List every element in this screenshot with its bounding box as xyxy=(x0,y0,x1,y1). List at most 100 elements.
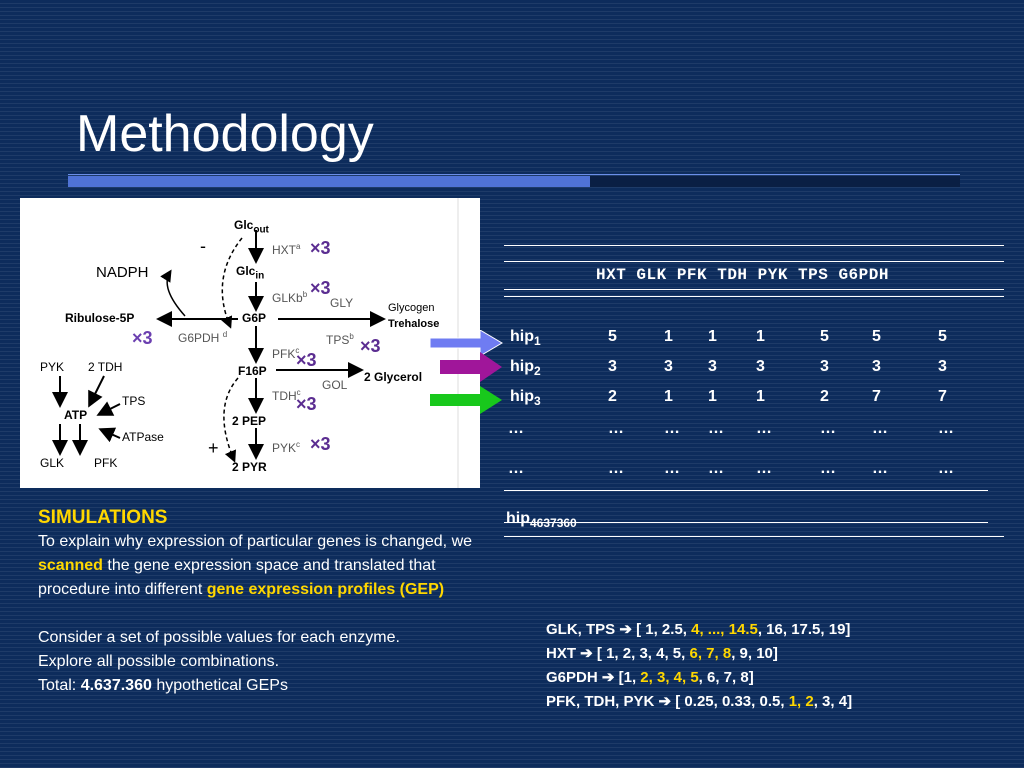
table-ellipsis: … xyxy=(664,460,680,477)
table-ellipsis: … xyxy=(708,420,724,437)
legend-atp: ATP xyxy=(64,408,88,422)
glycerol-label: 2 Glycerol xyxy=(364,370,423,384)
arrow-hip3 xyxy=(430,386,502,414)
plus-sign: + xyxy=(208,438,219,458)
pathway-arrows xyxy=(52,198,459,488)
range-line: HXT ➔ [ 1, 2, 3, 4, 5, 6, 7, 8, 9, 10] xyxy=(546,645,778,662)
glc-in-label: Glcin xyxy=(236,264,265,282)
table-cell: 3 xyxy=(664,358,673,375)
legend-pyk: PYK xyxy=(40,360,65,374)
simulations-paragraph-3: Explore all possible combinations. xyxy=(38,653,280,670)
table-rule-bottom xyxy=(504,490,988,491)
table-row-label: hip2 xyxy=(510,358,541,379)
title-rule-thin xyxy=(68,174,960,175)
arrow-right-icon: ➔ xyxy=(580,645,597,662)
table-ellipsis: … xyxy=(664,420,680,437)
table-row-label: hip3 xyxy=(510,388,541,409)
table-rule-top-2 xyxy=(504,261,1004,262)
x3-hxt: ×3 xyxy=(310,238,331,258)
table-cell: 7 xyxy=(938,388,947,405)
table-ellipsis: … xyxy=(820,460,836,477)
pep-label: 2 PEP xyxy=(232,414,267,428)
pfk-label: PFKc xyxy=(272,346,300,361)
simulations-total: Total: 4.637.360 hypothetical GEPs xyxy=(38,677,288,694)
legend-pfk: PFK xyxy=(94,456,118,470)
table-cell: 1 xyxy=(664,328,673,345)
gly-label: GLY xyxy=(330,296,354,310)
simulations-text: SIMULATIONS To explain why expression of… xyxy=(38,506,508,698)
slide-title: Methodology xyxy=(76,105,374,163)
range-line: G6PDH ➔ [1, 2, 3, 4, 5, 6, 7, 8] xyxy=(546,669,754,686)
table-cell: 1 xyxy=(756,388,765,405)
glk-label: GLKbb xyxy=(272,290,308,305)
table-cell: 2 xyxy=(608,388,617,405)
trehalose-label: Trehalose xyxy=(388,318,440,330)
tdh-label: TDHc xyxy=(272,388,301,403)
pyr-label: 2 PYR xyxy=(232,460,267,474)
arrow-right-icon: ➔ xyxy=(658,693,676,710)
table-cell: 3 xyxy=(708,358,717,375)
g6p-label: G6P xyxy=(242,311,267,325)
table-cell: 3 xyxy=(608,358,617,375)
table-cell: 1 xyxy=(756,328,765,345)
arrow-right-icon: ➔ xyxy=(619,621,637,638)
table-rule-header-2 xyxy=(504,296,1004,297)
table-cell: 3 xyxy=(872,358,881,375)
table-ellipsis: … xyxy=(820,420,836,437)
arrow-hip2 xyxy=(440,352,502,382)
table-cell: 3 xyxy=(820,358,829,375)
arrow-right-icon: ➔ xyxy=(601,669,619,686)
table-cell: 3 xyxy=(938,358,947,375)
table-cell: 1 xyxy=(708,388,717,405)
table-ellipsis: … xyxy=(608,420,624,437)
table-cell: 2 xyxy=(820,388,829,405)
table-ellipsis: … xyxy=(608,460,624,477)
x3-glk: ×3 xyxy=(310,278,331,298)
table-cell: 5 xyxy=(872,328,881,345)
range-line: GLK, TPS ➔ [ 1, 2.5, 4, ..., 14.5, 16, 1… xyxy=(546,621,851,638)
table-cell: 5 xyxy=(608,328,617,345)
simulations-heading: SIMULATIONS xyxy=(38,507,168,528)
arrow-hip1 xyxy=(430,330,503,357)
pyk-label: PYKc xyxy=(272,440,301,455)
g6pdh-label: G6PDH d xyxy=(178,330,228,345)
table-ellipsis: … xyxy=(756,420,772,437)
table-header: HXT GLK PFK TDH PYK TPS G6PDH xyxy=(596,266,889,284)
x3-tdh: ×3 xyxy=(296,394,317,414)
gol-label: GOL xyxy=(322,378,348,392)
legend-atpase: ATPase xyxy=(122,430,164,444)
table-cell: 1 xyxy=(708,328,717,345)
simulations-paragraph-1: To explain why expression of particular … xyxy=(38,533,473,598)
table-ellipsis: … xyxy=(708,460,724,477)
table-cell: 1 xyxy=(664,388,673,405)
table-ellipsis: … xyxy=(756,460,772,477)
legend-tps: TPS xyxy=(122,394,146,408)
table-rule-top xyxy=(504,245,1004,246)
table-ellipsis-label: … xyxy=(508,420,524,437)
table-rule-header xyxy=(504,289,1004,290)
table-ellipsis: … xyxy=(938,420,954,437)
table-rule-end xyxy=(504,536,1004,537)
title-rule-light xyxy=(68,176,590,187)
table-rule-last xyxy=(504,522,988,523)
table-ellipsis: … xyxy=(872,420,888,437)
glc-out-label: Glcout xyxy=(234,218,269,236)
x3-pfk: ×3 xyxy=(296,350,317,370)
table-ellipsis: … xyxy=(872,460,888,477)
table-cell: 3 xyxy=(756,358,765,375)
pathway-diagram: Glcout Glcin G6P F16P 2 PEP 2 PYR NADPH … xyxy=(20,198,480,488)
glycogen-label: Glycogen xyxy=(388,302,435,314)
row-arrows xyxy=(430,330,503,414)
f16p-label: F16P xyxy=(238,364,267,378)
minus-sign: - xyxy=(200,236,206,256)
hxt-label: HXTa xyxy=(272,242,301,257)
title-rule-dark xyxy=(590,176,960,187)
table-ellipsis: … xyxy=(938,460,954,477)
tps-label: TPSb xyxy=(326,332,354,347)
table-cell: 7 xyxy=(872,388,881,405)
legend-2tdh: 2 TDH xyxy=(88,360,123,374)
table-cell: 5 xyxy=(938,328,947,345)
x3-g6pdh: ×3 xyxy=(132,328,153,348)
range-line: PFK, TDH, PYK ➔ [ 0.25, 0.33, 0.5, 1, 2,… xyxy=(546,693,853,710)
simulations-paragraph-2: Consider a set of possible values for ea… xyxy=(38,629,400,646)
